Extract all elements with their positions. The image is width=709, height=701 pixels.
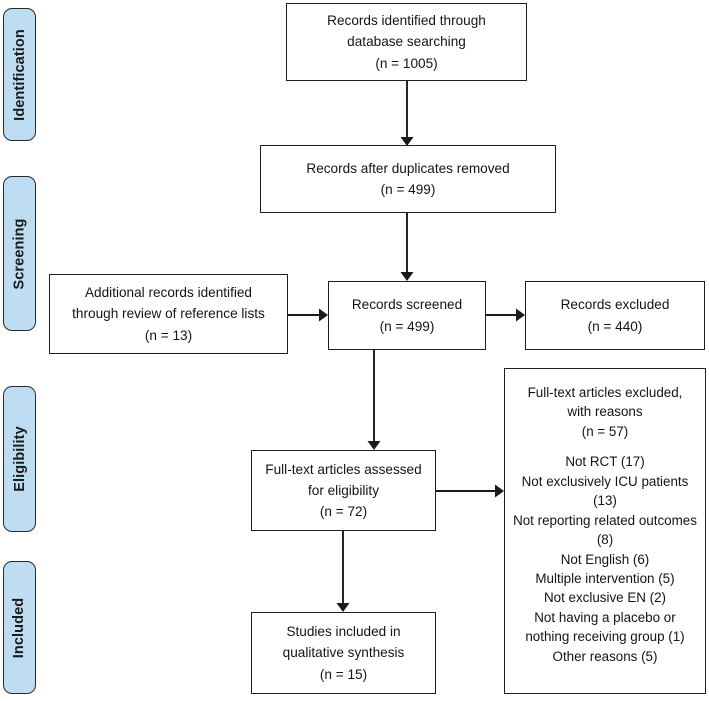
fulltext-excluded-count: (n = 57) xyxy=(581,423,629,439)
records-screened-line1: Records screened xyxy=(351,297,463,313)
records-after-duplicates-count: (n = 499) xyxy=(380,182,436,197)
studies-included-line1: Studies included in xyxy=(286,624,401,640)
edge-fulltext-to-included xyxy=(336,531,350,612)
studies-included-count: (n = 15) xyxy=(319,666,368,682)
exclusion-reason-item: Not having a placebo or nothing receivin… xyxy=(525,609,685,645)
edge-screened-to-fulltext xyxy=(367,349,381,450)
phase-pill-screening: Screening xyxy=(3,176,36,331)
box-fulltext-excluded-with-reasons: Full-text articles excluded, with reason… xyxy=(504,368,706,694)
records-screened-count: (n = 499) xyxy=(379,318,435,334)
box-records-identified: Records identified through database sear… xyxy=(286,3,527,81)
records-excluded-count: (n = 440) xyxy=(587,318,643,334)
records-after-duplicates-line1: Records after duplicates removed xyxy=(306,160,510,176)
additional-records-line2: through review of reference lists xyxy=(72,306,265,322)
box-additional-records: Additional records identified through re… xyxy=(49,274,288,354)
records-identified-line1: Records identified through xyxy=(327,13,486,29)
phase-pill-included: Included xyxy=(3,561,36,694)
records-excluded-line1: Records excluded xyxy=(560,297,670,313)
phase-pill-identification: Identification xyxy=(3,8,36,141)
phase-label-eligibility: Eligibility xyxy=(11,426,28,492)
edge-additional-to-screened xyxy=(288,308,328,322)
additional-records-line1: Additional records identified xyxy=(84,285,252,301)
phase-label-screening: Screening xyxy=(11,217,28,290)
edge-deduped-to-screened xyxy=(400,212,414,281)
exclusion-reason-item: Not exclusively ICU patients (13) xyxy=(521,473,689,509)
exclusion-reason-item: Not exclusive EN (2) xyxy=(543,590,667,606)
exclusion-reason-item: Other reasons (5) xyxy=(552,648,658,664)
box-records-after-duplicates: Records after duplicates removed (n = 49… xyxy=(260,145,556,213)
exclusion-reason-item: Not RCT (17) xyxy=(565,454,645,470)
edge-fulltext-to-excluded-reasons xyxy=(436,484,504,498)
phase-pill-eligibility: Eligibility xyxy=(3,386,36,532)
studies-included-line2: qualitative synthesis xyxy=(282,645,405,661)
edge-screened-to-excluded xyxy=(486,308,525,322)
phase-label-included: Included xyxy=(11,597,28,658)
records-identified-line2: database searching xyxy=(347,34,466,50)
fulltext-excluded-line2: with reasons xyxy=(567,404,643,420)
box-fulltext-assessed: Full-text articles assessed for eligibil… xyxy=(251,450,436,531)
box-records-excluded: Records excluded (n = 440) xyxy=(525,281,705,350)
box-records-screened: Records screened (n = 499) xyxy=(328,281,486,350)
edge-identified-to-deduped xyxy=(400,80,414,146)
box-studies-included: Studies included in qualitative synthesi… xyxy=(251,612,436,694)
exclusion-reason-item: Not reporting related outcomes (8) xyxy=(513,512,697,548)
exclusion-reason-item: Not English (6) xyxy=(560,551,650,567)
records-identified-count: (n = 1005) xyxy=(375,55,438,71)
fulltext-assessed-line2: for eligibility xyxy=(307,482,379,498)
exclusion-reason-item: Multiple intervention (5) xyxy=(535,570,675,586)
fulltext-excluded-line1: Full-text articles excluded, xyxy=(527,385,683,400)
fulltext-assessed-line1: Full-text articles assessed xyxy=(265,461,422,477)
additional-records-count: (n = 13) xyxy=(144,327,193,343)
phase-label-identification: Identification xyxy=(11,28,28,121)
fulltext-assessed-count: (n = 72) xyxy=(319,504,368,520)
